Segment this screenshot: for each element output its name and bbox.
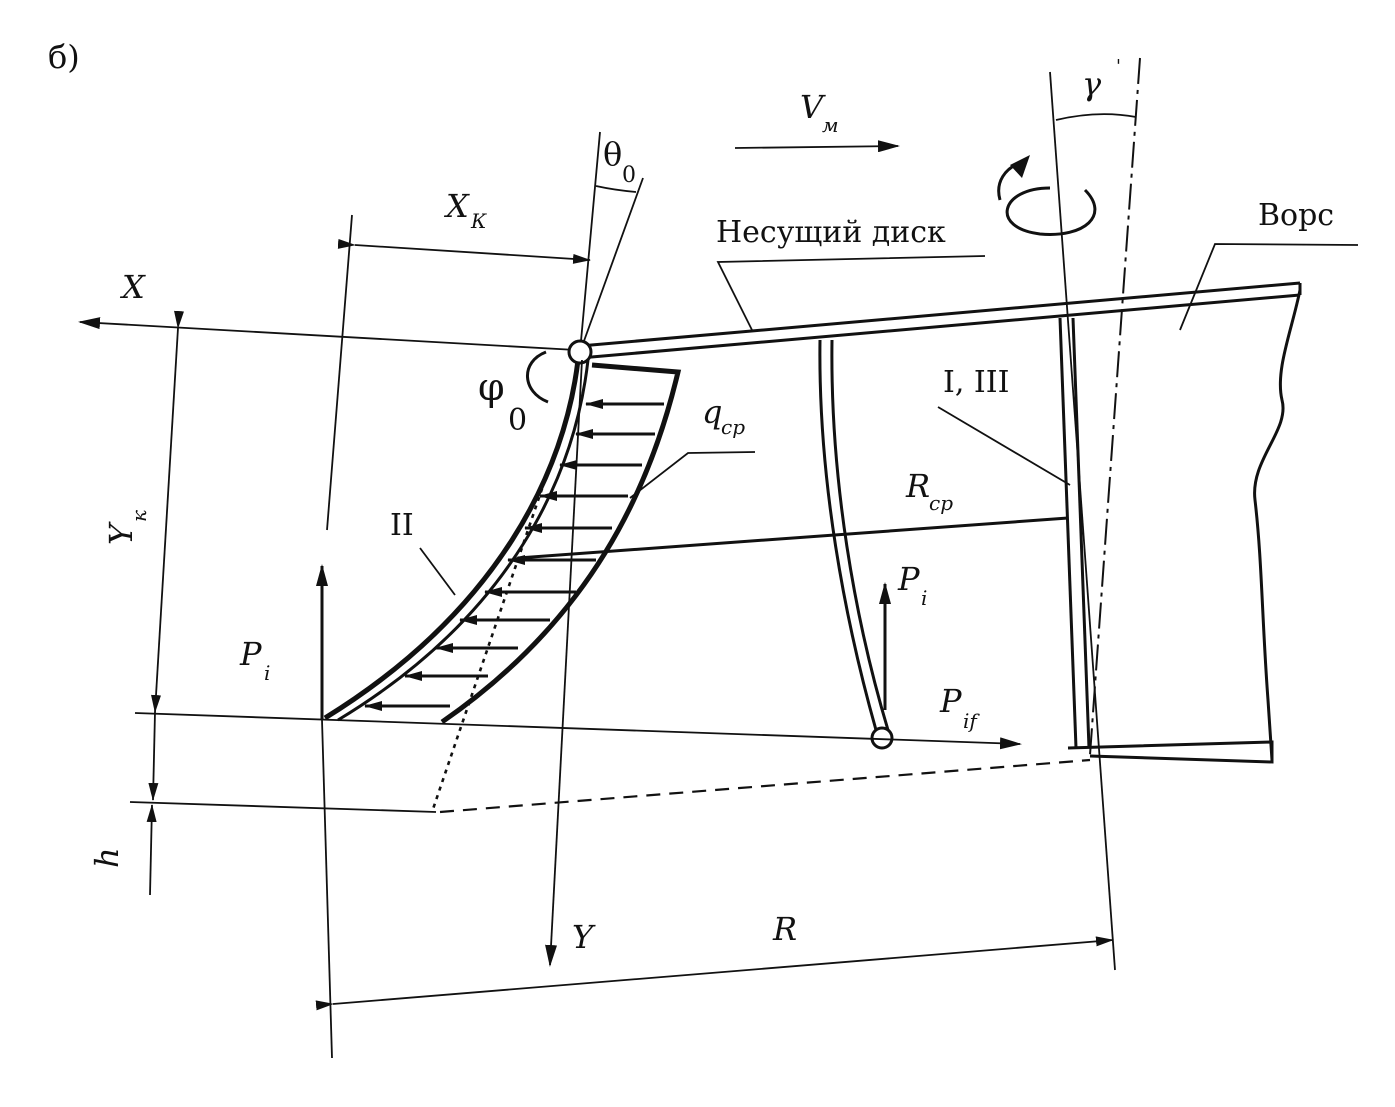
label-y-k: Y к [102, 510, 151, 545]
label-x-axis: X [119, 268, 146, 306]
ii-leader [419, 547, 456, 596]
bristle-tip-middle [870, 726, 894, 750]
svg-text:i: i [921, 586, 927, 610]
load-arrows [364, 399, 664, 711]
label-r-cp: R ср [905, 467, 953, 515]
theta-line [579, 177, 644, 353]
bristle-root-joint [567, 339, 593, 365]
theta-arc [595, 185, 637, 193]
svg-text:ср: ср [929, 491, 953, 515]
svg-text:P: P [239, 635, 262, 673]
label-ii: II [390, 508, 414, 543]
vertical-ref-line [579, 131, 601, 353]
label-gamma: γ [1082, 65, 1102, 103]
carrier-disk-leader [716, 255, 986, 331]
svg-text:if: if [963, 709, 980, 733]
rotation-axis [1049, 71, 1116, 971]
svg-text:i: i [264, 661, 270, 685]
r-cp-line [517, 516, 1069, 560]
xk-dimension [337, 238, 591, 264]
rotation-symbol-top [997, 160, 1023, 201]
middle-bristle [818, 339, 890, 731]
bristle-boundary [1253, 289, 1302, 761]
tilted-axis [1089, 57, 1141, 756]
svg-text:К: К [470, 209, 487, 233]
svg-text:h: h [88, 847, 126, 868]
label-h: h [88, 847, 126, 868]
bottom-boundary [1067, 740, 1274, 764]
label-bristle: Ворс [1258, 198, 1334, 233]
lower-extension-line [129, 801, 437, 813]
svg-text:к: к [127, 510, 151, 522]
svg-text:м: м [822, 113, 839, 137]
label-v-m: V м [800, 88, 839, 137]
label-x-k: X К [443, 187, 487, 233]
label-p-if: P if [939, 682, 980, 733]
label-theta0: θ 0 [603, 135, 636, 188]
svg-text:P: P [897, 560, 920, 598]
load-envelope [440, 362, 682, 725]
carrier-disk [579, 281, 1302, 360]
svg-text:V: V [800, 88, 826, 126]
y-axis [545, 359, 583, 967]
left-extension-line [326, 214, 353, 531]
figure-label: б) [48, 38, 80, 76]
h-dimension-upper [148, 711, 159, 801]
svg-text:X: X [443, 187, 470, 225]
phi0-arc [526, 350, 549, 404]
svg-text:P: P [939, 682, 962, 720]
svg-text:R: R [905, 467, 930, 505]
contact-line [134, 712, 1022, 750]
svg-text:φ: φ [478, 365, 505, 409]
q-cp-leader [629, 451, 756, 499]
label-y-axis: Y [572, 918, 596, 956]
velocity-arrow [734, 140, 900, 153]
left-vertical-line [321, 719, 333, 1059]
bristle-i-iii [1058, 317, 1091, 749]
r-dimension [315, 936, 1114, 1011]
label-phi0: φ 0 [478, 365, 527, 438]
svg-text:q: q [702, 393, 722, 431]
label-p-i-right: P i [897, 560, 927, 610]
svg-text:ср: ср [721, 415, 745, 439]
x-axis [78, 317, 577, 351]
label-i-iii: I, III [943, 365, 1009, 400]
dotted-line [430, 479, 547, 813]
i-iii-leader [937, 406, 1071, 486]
svg-text:Y: Y [102, 521, 140, 545]
svg-text:0: 0 [508, 403, 527, 438]
label-r: R [772, 910, 797, 948]
bristle-leader [1179, 243, 1359, 331]
svg-text:θ: θ [603, 135, 622, 173]
label-carrier-disk: Несущий диск [716, 215, 946, 250]
svg-text:0: 0 [622, 163, 636, 188]
h-dimension-lower [146, 804, 157, 896]
svg-text:': ' [1116, 56, 1121, 77]
rotation-symbol [1005, 186, 1097, 236]
dashed-surface-line [439, 758, 1091, 814]
label-p-i-left: P i [239, 635, 270, 685]
gamma-arc [1055, 113, 1137, 121]
label-q-cp: q ср [702, 393, 745, 439]
bristle-ii [323, 359, 590, 722]
yk-dimension [151, 310, 185, 713]
